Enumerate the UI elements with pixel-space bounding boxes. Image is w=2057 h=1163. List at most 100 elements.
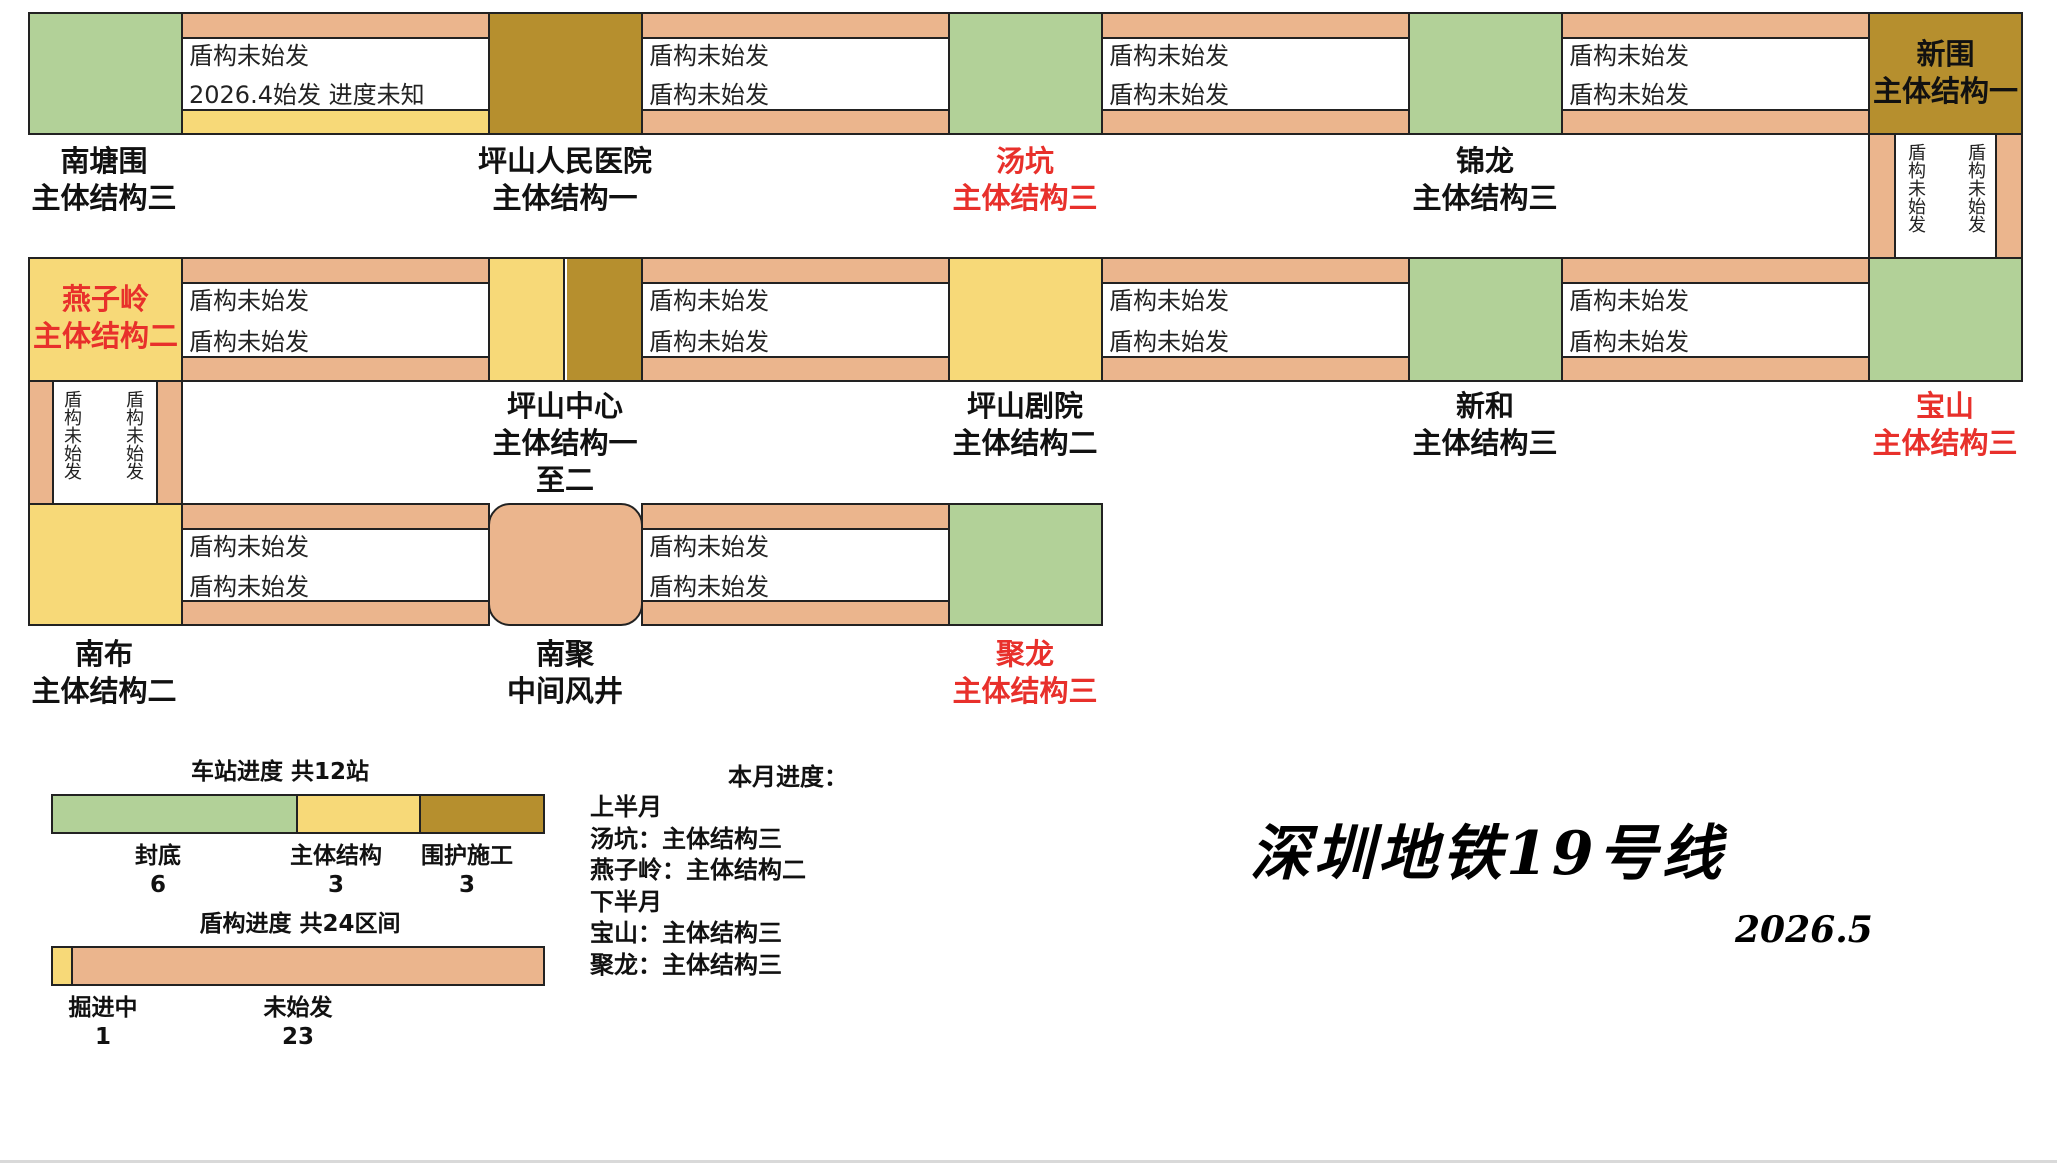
station-label-nanbu: 南布 主体结构二 (4, 636, 204, 710)
tunnel-lower-label: 盾构未始发 (649, 81, 769, 109)
bar-segment-boring (53, 948, 73, 984)
station-label-pingshan-hospital: 坪山人民医院 主体结构一 (440, 143, 690, 217)
legend-label: 围护施工 (421, 843, 513, 869)
tunnel-xinhe-baoshan[interactable]: 盾构未始发 盾构未始发 (1561, 257, 1870, 382)
tunnel-inner (52, 382, 158, 503)
station-status: 主体结构三 (1412, 426, 1558, 460)
main-title: 深圳地铁19号线 (1250, 819, 1726, 889)
legend-item-boring: 掘进中 1 (53, 994, 153, 1052)
station-box-nanbu[interactable] (28, 503, 183, 626)
monthly-progress-list: 上半月 汤坑：主体结构三 燕子岭：主体结构二 下半月 宝山：主体结构三 聚龙：主… (590, 792, 806, 981)
station-label-tangkeng: 汤坑 主体结构三 (925, 143, 1125, 217)
legend-item-not-started: 未始发 23 (248, 994, 348, 1052)
tunnel-jinlong-xinwei[interactable]: 盾构未始发 盾构未始发 (1561, 12, 1870, 135)
tunnel-upper-label: 盾构未始发 (1109, 42, 1229, 70)
station-label-jinlong: 锦龙 主体结构三 (1385, 143, 1585, 217)
station-status: 主体结构一 (1872, 74, 2018, 108)
legend-count: 23 (281, 1024, 314, 1050)
monthly-line: 燕子岭：主体结构二 (590, 856, 806, 884)
tunnel-lower-label: 盾构未始发 (1569, 81, 1689, 109)
station-status: 主体结构三 (952, 181, 1098, 215)
tunnel-inner (183, 528, 488, 602)
station-status: 主体结构一 (492, 181, 638, 215)
legend-label: 掘进中 (68, 995, 138, 1021)
station-name: 燕子岭 (61, 282, 149, 316)
station-label-julong: 聚龙 主体结构三 (925, 636, 1125, 710)
station-label-xinwei: 新围 主体结构一 (1870, 36, 2021, 110)
tunnel-theatre-xinhe[interactable]: 盾构未始发 盾构未始发 (1101, 257, 1410, 382)
tunnel-hospital-tangkeng[interactable]: 盾构未始发 盾构未始发 (641, 12, 950, 135)
station-box-pingshan-center[interactable] (488, 257, 643, 382)
tunnel-tangkeng-jinlong[interactable]: 盾构未始发 盾构未始发 (1101, 12, 1410, 135)
station-box-jinlong[interactable] (1408, 12, 1563, 135)
tunnel-inner (1894, 135, 1997, 257)
station-status: 主体结构二 (31, 674, 177, 708)
station-name: 南布 (74, 637, 133, 671)
tunnel-lower-label: 盾构未始发 (189, 573, 309, 601)
station-label-baoshan: 宝山 主体结构三 (1845, 388, 2045, 462)
station-name: 锦龙 (1455, 144, 1514, 178)
tunnel-lower-label: 盾构未始发 (189, 328, 309, 356)
tunnel-xinwei-baoshan[interactable]: 盾构未始发 盾构未始发 (1868, 133, 2023, 259)
tunnel-inner (643, 528, 948, 602)
tunnel-progress-fill (183, 111, 488, 133)
tunnel-lower-label: 盾构未始发 (649, 573, 769, 601)
legend-item-enclosure: 围护施工 3 (403, 842, 531, 900)
station-box-xinhe[interactable] (1408, 257, 1563, 382)
station-name: 聚龙 (995, 637, 1054, 671)
station-name: 坪山中心 (506, 389, 623, 423)
station-name: 宝山 (1915, 389, 1974, 423)
tunnel-inner (643, 37, 948, 111)
station-label-nantangwei: 南塘围 主体结构三 (4, 143, 204, 217)
legend-count: 3 (458, 872, 475, 898)
station-box-julong[interactable] (948, 503, 1103, 626)
station-status: 主体结构三 (1872, 426, 2018, 460)
station-name: 坪山人民医院 (477, 144, 652, 178)
monthly-progress-title: 本月进度： (728, 763, 848, 791)
tunnel-nanju-julong[interactable]: 盾构未始发 盾构未始发 (641, 503, 950, 626)
station-progress-bar (51, 794, 545, 834)
station-name: 坪山剧院 (966, 389, 1083, 423)
station-box-yanziling[interactable]: 燕子岭 主体结构二 (28, 257, 183, 382)
tunnel-nantangwei-hospital[interactable]: 盾构未始发 2026.4始发 进度未知 (181, 12, 490, 135)
station-status: 主体结构三 (1412, 181, 1558, 215)
monthly-line: 宝山：主体结构三 (590, 919, 782, 947)
station-label-yanziling: 燕子岭 主体结构二 (26, 281, 185, 355)
tunnel-upper-label: 盾构未始发 (649, 42, 769, 70)
tunnel-left-label: 盾构未始发 (61, 390, 82, 480)
tunnel-inner (183, 282, 488, 358)
tunnel-inner (1563, 282, 1868, 358)
shield-legend-title: 盾构进度 共24区间 (199, 911, 401, 937)
station-legend-title: 车站进度 共12站 (190, 759, 369, 785)
tunnel-yanziling-nanbu[interactable]: 盾构未始发 盾构未始发 (28, 380, 183, 505)
station-name: 新和 (1455, 389, 1514, 423)
tunnel-upper-label: 盾构未始发 (1109, 287, 1229, 315)
tunnel-yanziling-center[interactable]: 盾构未始发 盾构未始发 (181, 257, 490, 382)
tunnel-nanbu-nanju[interactable]: 盾构未始发 盾构未始发 (181, 503, 490, 626)
station-box-xinwei[interactable]: 新围 主体结构一 (1868, 12, 2023, 135)
station-box-pingshan-hospital[interactable] (488, 12, 643, 135)
legend-item-sealed: 封底 6 (108, 842, 208, 900)
station-box-nanju-shaft[interactable] (488, 503, 643, 626)
legend-count: 1 (94, 1024, 111, 1050)
station-status: 主体结构三 (31, 181, 177, 215)
monthly-line: 汤坑：主体结构三 (590, 824, 782, 853)
station-name: 南聚 (535, 637, 594, 671)
legend-label: 封底 (135, 843, 181, 869)
station-box-tangkeng[interactable] (948, 12, 1103, 135)
tunnel-center-theatre[interactable]: 盾构未始发 盾构未始发 (641, 257, 950, 382)
tunnel-lower-label: 2026.4始发 进度未知 (189, 81, 425, 109)
legend-item-main-structure: 主体结构 3 (272, 842, 400, 900)
station-name: 新围 (1916, 37, 1975, 71)
tunnel-inner (1103, 37, 1408, 111)
station-name: 南塘围 (60, 144, 148, 178)
station-fill-main-structure (490, 259, 565, 380)
station-label-xinhe: 新和 主体结构三 (1385, 388, 1585, 462)
station-box-pingshan-theatre[interactable] (948, 257, 1103, 382)
monthly-line: 下半月 (590, 887, 662, 916)
station-box-baoshan[interactable] (1868, 257, 2023, 382)
bottom-divider (0, 1160, 2057, 1163)
monthly-line: 上半月 (590, 793, 662, 821)
station-box-nantangwei[interactable] (28, 12, 183, 135)
legend-count: 6 (149, 872, 166, 898)
